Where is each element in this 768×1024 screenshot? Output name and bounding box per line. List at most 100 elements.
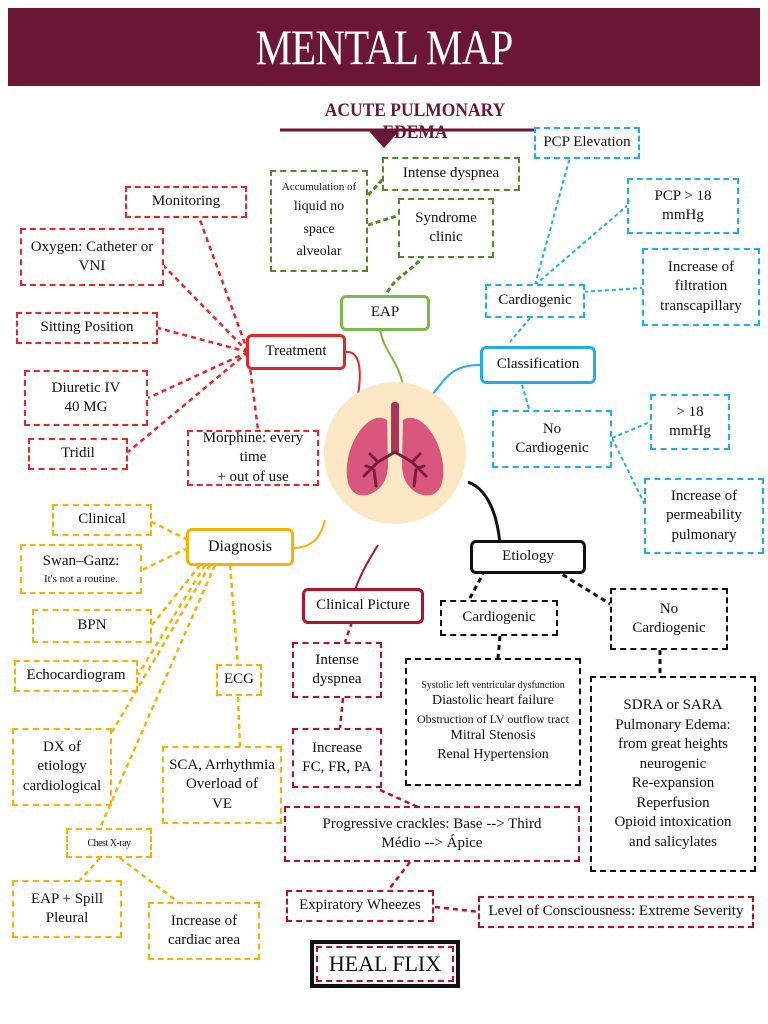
eap-syndrome-line: Syndrome <box>415 209 477 226</box>
diagnosis-chest-xray-label: Chest X-ray <box>87 837 131 849</box>
diagnosis-cardiac-area-line: Increase of <box>170 912 238 929</box>
eap-accumulation-line: alveolar <box>296 243 342 259</box>
eap-node: EAP <box>340 295 430 331</box>
diagnosis-swan-ganz-line: It's not a routine. <box>43 572 119 585</box>
treatment-sitting-box: Sitting Position <box>16 312 158 344</box>
classification-filtration-box: Increase of filtration transcapillary <box>642 248 760 326</box>
eap-intense-dyspnea-label: Intense dyspnea <box>402 165 500 182</box>
diagnosis-swan-ganz-line: Swan–Ganz: <box>42 553 120 570</box>
eap-label: EAP <box>370 304 400 321</box>
clinical-consciousness-label: Level of Consciousness: Extreme Severity <box>488 903 744 920</box>
lungs-icon <box>324 382 466 524</box>
clinical-wheezes-label: Expiratory Wheezes <box>299 897 421 914</box>
etiology-no-cardiogenic-cause: Reperfusion <box>636 794 710 811</box>
subtitle: ACUTE PULMONARY EDEMA <box>324 100 506 143</box>
clinical-picture-node: Clinical Picture <box>302 588 424 624</box>
etiology-cardiogenic-box: Cardiogenic <box>440 600 558 636</box>
classification-pcp-value-line: PCP > 18 <box>654 187 712 204</box>
etiology-cardiogenic-cause: Renal Hypertension <box>437 747 549 763</box>
title-banner: MENTAL MAP <box>8 8 760 86</box>
classification-permeability-line: Increase of <box>670 487 738 504</box>
diagnosis-bpn-label: BPN <box>77 617 107 634</box>
diagnosis-dx-line: DX of <box>43 738 81 755</box>
diagnosis-ecg-findings-line: Overload of <box>185 776 259 793</box>
etiology-no-cardiogenic-cause: neurogenic <box>639 755 707 772</box>
eap-accumulation-line: liquid no <box>293 199 345 215</box>
clinical-increase-fc-line: FC, FR, PA <box>302 759 372 775</box>
treatment-monitoring-box: Monitoring <box>125 186 247 218</box>
diagnosis-ecg-findings-box: SCA, Arrhythmia Overload of VE <box>162 746 282 824</box>
etiology-cardiogenic-cause: Diastolic heart failure <box>431 693 555 709</box>
classification-no-cardiogenic-line: No <box>542 420 562 437</box>
classification-label: Classification <box>496 356 580 373</box>
diagnosis-dx-line: etiology <box>37 758 87 775</box>
treatment-morphine-line: Morphine: every time <box>202 429 304 466</box>
clinical-crackles-box: Progressive crackles: Base --> Third Méd… <box>284 806 580 862</box>
classification-no-value-line: > 18 <box>676 403 704 420</box>
diagnosis-bpn-box: BPN <box>32 609 152 643</box>
classification-no-value-box: > 18 mmHg <box>650 394 730 450</box>
treatment-oxygen-line: VNI <box>78 258 106 274</box>
classification-filtration-line: transcapillary <box>660 297 742 314</box>
treatment-diuretic-line: 40 MG <box>64 399 108 415</box>
etiology-no-cardiogenic-line: No <box>659 600 679 617</box>
diagnosis-clinical-box: Clinical <box>52 504 152 536</box>
diagnosis-eap-spill-box: EAP + Spill Pleural <box>12 880 122 938</box>
treatment-diuretic-line: Diuretic IV <box>51 379 121 396</box>
diagnosis-cardiac-area-box: Increase of cardiac area <box>148 902 260 960</box>
classification-pcp-value-box: PCP > 18 mmHg <box>627 178 739 234</box>
eap-accumulation-line: space <box>303 221 335 237</box>
classification-cardiogenic-label: Cardiogenic <box>498 292 572 309</box>
clinical-consciousness-box: Level of Consciousness: Extreme Severity <box>478 896 754 928</box>
treatment-oxygen-box: Oxygen: Catheter or VNI <box>20 228 164 286</box>
classification-pcp-value-line: mmHg <box>662 207 704 223</box>
diagnosis-eap-spill-line: EAP + Spill <box>30 890 104 907</box>
treatment-label: Treatment <box>265 343 327 360</box>
diagnosis-echo-box: Echocardiogram <box>14 660 138 692</box>
clinical-crackles-line: Médio --> Ápice <box>381 835 483 851</box>
clinical-increase-fc-line: Increase <box>312 739 362 756</box>
classification-permeability-line: pulmonary <box>671 526 737 543</box>
etiology-no-cardiogenic-cause: SDRA or SARA <box>623 697 723 713</box>
brand-logo: HEAL FLIX <box>310 940 460 988</box>
diagnosis-ecg-label: ECG <box>224 671 254 688</box>
eap-accumulation-line: Accumulation of <box>281 180 357 193</box>
eap-syndrome-line: clinic <box>429 229 463 245</box>
etiology-no-cardiogenic-cause: Pulmonary Edema: <box>615 716 731 733</box>
classification-cardiogenic-box: Cardiogenic <box>485 284 585 318</box>
clinical-wheezes-box: Expiratory Wheezes <box>286 890 434 922</box>
treatment-morphine-box: Morphine: every time + out of use <box>187 430 319 486</box>
classification-pcp-elevation-label: PCP Elevation <box>543 134 631 151</box>
treatment-oxygen-line: Oxygen: Catheter or <box>30 238 154 255</box>
etiology-no-cardiogenic-box: No Cardiogenic <box>610 588 728 650</box>
etiology-no-cardiogenic-causes-box: SDRA or SARA Pulmonary Edema: from great… <box>590 676 756 872</box>
diagnosis-dx-box: DX of etiology cardiological <box>12 728 112 806</box>
etiology-cardiogenic-cause: Systolic left ventricular dysfunction <box>421 679 565 691</box>
diagnosis-ecg-box: ECG <box>216 664 262 696</box>
treatment-sitting-label: Sitting Position <box>40 319 134 336</box>
page-title: MENTAL MAP <box>255 19 514 75</box>
treatment-diuretic-box: Diuretic IV 40 MG <box>24 370 148 426</box>
classification-node: Classification <box>480 346 596 384</box>
classification-no-cardiogenic-box: No Cardiogenic <box>492 410 612 468</box>
etiology-cardiogenic-cause: Mitral Stenosis <box>450 728 536 744</box>
diagnosis-ecg-findings-line: SCA, Arrhythmia <box>169 756 275 773</box>
etiology-cardiogenic-causes-box: Systolic left ventricular dysfunction Di… <box>405 658 581 786</box>
eap-syndrome-box: Syndrome clinic <box>398 198 494 258</box>
clinical-increase-fc-box: Increase FC, FR, PA <box>292 728 382 788</box>
treatment-node: Treatment <box>246 334 346 370</box>
eap-intense-dyspnea-box: Intense dyspnea <box>382 157 520 191</box>
etiology-no-cardiogenic-cause: Opioid intoxication <box>614 814 732 830</box>
etiology-no-cardiogenic-cause: from great heights <box>618 736 728 752</box>
classification-pcp-elevation-box: PCP Elevation <box>534 127 640 159</box>
clinical-dyspnea-box: Intense dyspnea <box>292 642 382 698</box>
classification-permeability-line: permeability <box>666 507 742 524</box>
diagnosis-clinical-label: Clinical <box>78 511 126 528</box>
etiology-cardiogenic-label: Cardiogenic <box>462 609 536 626</box>
classification-filtration-line: Increase of <box>667 258 735 275</box>
treatment-morphine-line: + out of use <box>217 468 289 485</box>
diagnosis-ecg-findings-line: VE <box>212 795 232 812</box>
clinical-crackles-line: Progressive crackles: Base --> Third <box>322 815 542 832</box>
classification-no-cardiogenic-line: Cardiogenic <box>515 440 589 456</box>
